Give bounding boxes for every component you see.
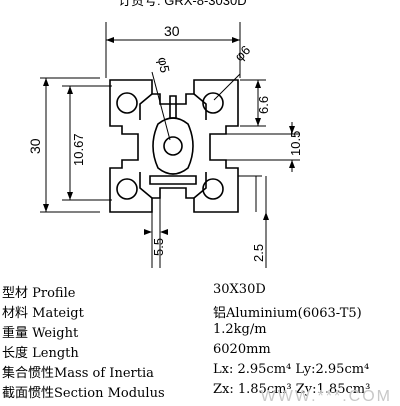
- dim-inner-height: 10.67: [71, 133, 86, 166]
- spec-row: 重量 Weight 1.2kg/m: [0, 322, 400, 342]
- spec-row: 集合惯性Mass of Inertia Lx: 2.95cm⁴ Ly:2.95c…: [0, 362, 400, 382]
- spec-value: 6020mm: [213, 342, 271, 357]
- spec-label: 长度 Length: [2, 346, 79, 361]
- spec-row: 材料 Mateigt 铝Aluminium(6063-T5): [0, 302, 400, 322]
- dim-hole-diameter: φ5: [155, 56, 172, 74]
- profile-section: [109, 79, 239, 213]
- dim-right-top: 6.6: [256, 96, 271, 114]
- spec-row: 型材 Profile 30X30D: [0, 282, 400, 302]
- profile-drawing: 订货号: GRX-8-3030D 30 30 10.67: [27, 0, 303, 268]
- dim-slot-height: 10.5: [288, 131, 303, 156]
- spec-label: 集合惯性Mass of Inertia: [2, 366, 154, 381]
- watermark: WWW.***.COM: [260, 388, 392, 405]
- spec-value: Lx: 2.95cm⁴ Ly:2.95cm⁴: [213, 362, 370, 377]
- spec-label: 截面惯性Section Modulus: [2, 386, 165, 401]
- spec-value: Zx: 1.85cm³ Zy:1.85cm³: [213, 382, 371, 397]
- spec-value: 30X30D: [213, 282, 266, 297]
- spec-label: 重量 Weight: [2, 326, 79, 341]
- dim-bottom-gap: 5.5: [151, 238, 166, 256]
- spec-row: 截面惯性Section Modulus Zx: 1.85cm³ Zy:1.85c…: [0, 382, 400, 402]
- dim-height-left: 30: [27, 138, 43, 154]
- order-number: 订货号: GRX-8-3030D: [118, 0, 247, 8]
- dim-slot-depth: 2.5: [251, 244, 266, 262]
- spec-value: 铝Aluminium(6063-T5): [213, 306, 362, 321]
- spec-value: 1.2kg/m: [213, 322, 267, 337]
- spec-row: 长度 Length 6020mm: [0, 342, 400, 362]
- dim-width-top: 30: [164, 23, 180, 39]
- dim-corner-diameter: φ6: [232, 42, 254, 64]
- spec-label: 材料 Mateigt: [2, 306, 84, 321]
- spec-label: 型材 Profile: [2, 286, 76, 301]
